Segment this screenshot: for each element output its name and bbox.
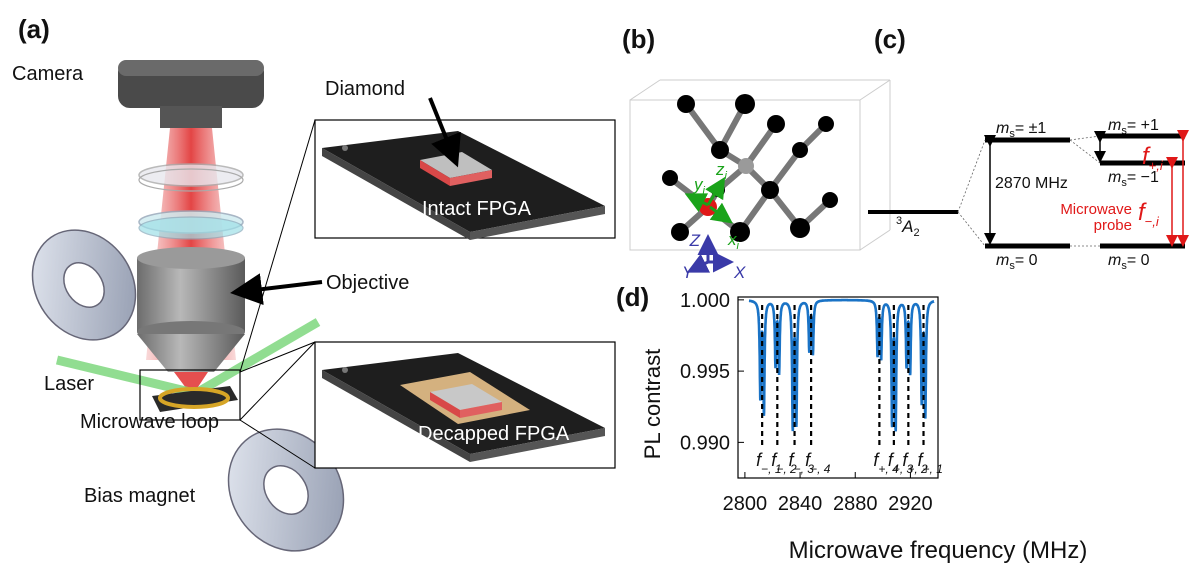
zoom-line-3 xyxy=(239,341,316,373)
svg-text:ms= −1: ms= −1 xyxy=(1108,169,1159,189)
dip-label: f−, 1 xyxy=(756,450,781,476)
ground-state-label: A xyxy=(901,217,913,236)
objective-body xyxy=(137,247,245,372)
svg-text:xi: xi xyxy=(727,230,740,252)
y-tick-label: 1.000 xyxy=(680,290,730,312)
svg-text:ms= 0: ms= 0 xyxy=(1108,252,1150,272)
microwave-label: Microwave xyxy=(1060,201,1132,218)
local-z-label: z xyxy=(715,160,725,179)
ms-m1-label: = −1 xyxy=(1127,169,1159,186)
x-tick-label: 2880 xyxy=(833,493,878,515)
lab-x-label: X xyxy=(733,263,746,282)
ground-state-sup: 3 xyxy=(896,215,902,227)
bias-magnet-label: Bias magnet xyxy=(84,485,196,507)
panel-a-label: (a) xyxy=(18,14,50,44)
svg-text:f−,i: f−,i xyxy=(1138,199,1160,229)
svg-text:yi: yi xyxy=(693,175,706,197)
diamond-arrow xyxy=(428,97,461,168)
svg-text:f+,i: f+,i xyxy=(1142,143,1164,173)
lab-axes xyxy=(686,234,734,273)
objective-label: Objective xyxy=(326,272,409,294)
plot-frame xyxy=(737,296,939,479)
camera-label: Camera xyxy=(12,63,84,85)
x-tick-label: 2800 xyxy=(723,493,768,515)
bias-magnet-top xyxy=(31,229,137,341)
camera-body xyxy=(118,60,264,128)
local-z-sub: i xyxy=(725,170,728,182)
decapped-fpga-label: Decapped FPGA xyxy=(418,423,570,445)
ms-0-right-label: = 0 xyxy=(1127,252,1150,269)
local-axes xyxy=(684,176,733,224)
dip-label: f+, 2 xyxy=(902,450,928,476)
local-y-sub: i xyxy=(703,185,706,197)
y-tick-label: 0.995 xyxy=(680,361,730,383)
panel-a: (a) Camera xyxy=(12,14,616,552)
objective-arrow xyxy=(230,273,323,306)
lattice-atoms xyxy=(662,94,838,242)
svg-text:3A2: 3A2 xyxy=(896,215,920,239)
svg-text:zi: zi xyxy=(715,160,728,182)
lab-z-label: Z xyxy=(689,231,701,250)
svg-text:ms= ±1: ms= ±1 xyxy=(996,120,1046,140)
zoom-line-4 xyxy=(239,419,316,469)
f-plus-label: +,i xyxy=(1149,158,1164,173)
zoom-line-2 xyxy=(239,341,316,421)
x-tick-label: 2840 xyxy=(778,493,823,515)
zoom-line-1 xyxy=(239,119,316,373)
lens-top xyxy=(138,163,244,192)
dip-label: f+, 3 xyxy=(888,450,914,476)
probe-label: probe xyxy=(1094,217,1132,234)
f-minus-label: −,i xyxy=(1145,214,1160,229)
zfs-label: 2870 MHz xyxy=(995,175,1068,192)
local-y-label: y xyxy=(693,175,704,194)
panel-c-label: (c) xyxy=(874,24,906,54)
ms-pm1-label: = ±1 xyxy=(1015,120,1047,137)
x-tick-label: 2920 xyxy=(888,493,933,515)
y-axis-label: PL contrast xyxy=(640,349,665,459)
lab-y-label: Y xyxy=(682,263,695,282)
laser-beam-left xyxy=(55,355,192,397)
laser-beam-right xyxy=(195,318,321,396)
dip-label: f−, 3 xyxy=(789,450,815,476)
intact-fpga-label: Intact FPGA xyxy=(422,198,532,220)
x-axis-label: Microwave frequency (MHz) xyxy=(789,537,1088,564)
dip-label: f−, 2 xyxy=(771,450,797,476)
dip-label: f−, 4 xyxy=(805,450,831,476)
laser-label: Laser xyxy=(44,373,94,395)
panel-b-label: (b) xyxy=(622,24,655,54)
lattice-cube xyxy=(629,79,891,251)
panel-b: (b) xyxy=(622,24,891,282)
dip-label: f+, 1 xyxy=(918,450,943,476)
svg-text:ms= 0: ms= 0 xyxy=(996,252,1038,272)
diamond-label: Diamond xyxy=(325,78,405,100)
y-tick-label: 0.990 xyxy=(680,432,730,454)
local-x-label: x xyxy=(727,230,737,249)
panel-c: (c) 3A2 2870 MHz ms= ±1 ms= 0 ms= +1 ms=… xyxy=(868,24,1189,272)
dip-label: f+, 4 xyxy=(873,450,899,476)
local-x-sub: i xyxy=(737,240,740,252)
sample-stage xyxy=(139,369,241,421)
decapped-fpga-inset xyxy=(314,341,616,469)
intact-fpga-inset xyxy=(314,119,616,240)
ms-p1-label: = +1 xyxy=(1127,117,1159,134)
ms-0-left-label: = 0 xyxy=(1015,252,1038,269)
filter-cyan xyxy=(138,210,244,240)
focus-cone xyxy=(174,372,208,396)
panel-d: (d) PL contrast Microwave frequency (MHz… xyxy=(616,282,1087,564)
svg-text:ms= +1: ms= +1 xyxy=(1108,117,1159,137)
spectrum-line xyxy=(748,298,935,432)
panel-d-label: (d) xyxy=(616,282,649,312)
microwave-loop-label: Microwave loop xyxy=(80,411,219,433)
